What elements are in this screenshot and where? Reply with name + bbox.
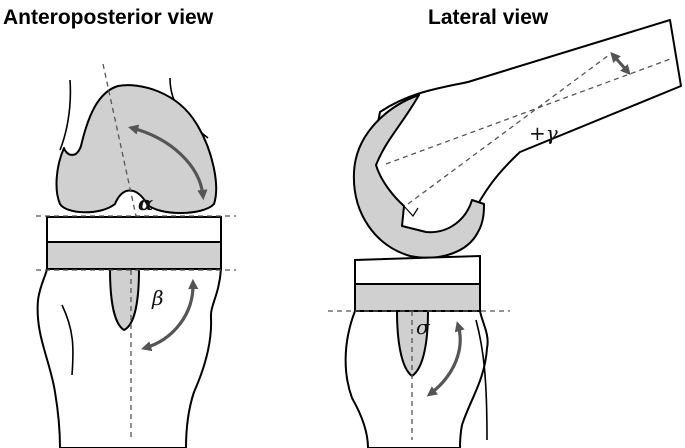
lateral-femoral-component: [352, 94, 485, 259]
ap-alpha-label: α: [138, 191, 153, 215]
lateral-sigma-label: σ: [416, 315, 431, 339]
ap-femoral-component: [55, 84, 218, 214]
lateral-view-title: Lateral view: [428, 6, 549, 29]
ap-view-panel: α β: [36, 63, 236, 448]
ap-fibula-edge: [61, 304, 74, 376]
ap-polyethylene-insert: [46, 216, 222, 243]
ap-femur-shaft-left: [59, 79, 72, 151]
lateral-fibula-edge: [475, 319, 488, 441]
lateral-tibial-baseplate: [354, 283, 481, 312]
lateral-right-angle-marker: [401, 203, 419, 217]
lateral-polyethylene-insert: [354, 254, 481, 285]
lateral-gamma-label: +γ: [529, 121, 558, 145]
ap-tibial-stem: [109, 268, 140, 331]
ap-tibial-baseplate: [46, 241, 222, 270]
lateral-femoral-axis: [385, 57, 674, 165]
lateral-sigma-arrow: [426, 321, 465, 397]
ap-view-title: Anteroposterior view: [3, 6, 214, 29]
lateral-component-axis: [407, 54, 610, 205]
lateral-view-panel: +γ σ: [328, 19, 682, 448]
ap-beta-label: β: [151, 286, 164, 310]
lateral-gamma-arrow: [610, 51, 631, 76]
ap-alpha-arrow: [128, 124, 208, 201]
ap-beta-arrow: [141, 278, 199, 352]
